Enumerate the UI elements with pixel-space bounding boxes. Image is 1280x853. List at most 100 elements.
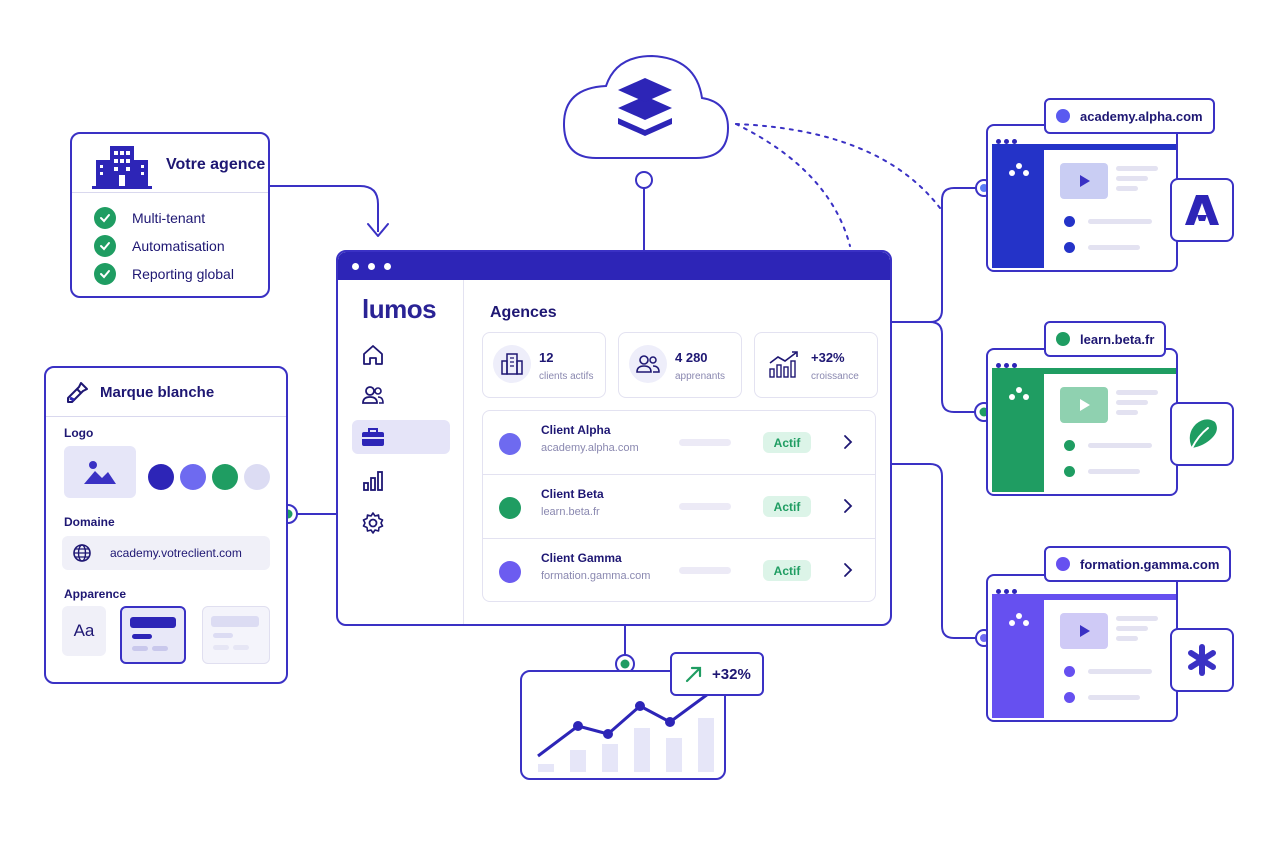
- chevron-right-icon[interactable]: [841, 431, 855, 453]
- feature-item: Multi-tenant: [94, 206, 205, 230]
- tenant-url-alpha[interactable]: academy.alpha.com: [1044, 98, 1215, 134]
- logo-label: Logo: [64, 426, 94, 440]
- building-icon: [501, 353, 523, 375]
- check-icon: [94, 235, 116, 257]
- tenant-logo-alpha: [1170, 178, 1234, 242]
- color-swatch[interactable]: [180, 464, 206, 490]
- home-icon[interactable]: [360, 342, 386, 368]
- video-player[interactable]: [1060, 163, 1108, 199]
- asterisk-logo-icon: [1188, 644, 1216, 676]
- placeholder-bar: [679, 503, 731, 510]
- client-avatar: [499, 497, 521, 519]
- stat-value: 12: [539, 350, 554, 365]
- theme-option[interactable]: [202, 606, 270, 664]
- status-badge: Actif: [763, 560, 811, 581]
- window-titlebar: [338, 252, 890, 280]
- chevron-right-icon[interactable]: [841, 559, 855, 581]
- client-row[interactable]: Client Gamma formation.gamma.com Actif: [483, 539, 875, 603]
- image-icon: [84, 461, 116, 484]
- building-icon: [92, 146, 152, 189]
- client-url: learn.beta.fr: [541, 506, 600, 518]
- status-badge: Actif: [763, 432, 811, 453]
- tenant-logo-gamma: [1170, 628, 1234, 692]
- feature-label: Automatisation: [132, 238, 225, 254]
- section-title: Agences: [490, 304, 557, 321]
- check-icon: [94, 263, 116, 285]
- bar-chart-icon[interactable]: [360, 468, 386, 494]
- play-icon: [1080, 399, 1090, 411]
- tenant-logo-beta: [1170, 402, 1234, 466]
- users-icon: [636, 355, 660, 373]
- appearance-label: Apparence: [64, 587, 127, 601]
- white-label-title: Marque blanche: [100, 384, 215, 401]
- domain-label: Domaine: [64, 515, 115, 529]
- tenant-window-beta: [986, 348, 1178, 496]
- tenant-url-beta[interactable]: learn.beta.fr: [1044, 321, 1167, 357]
- settings-gear-icon[interactable]: [360, 510, 386, 536]
- play-icon: [1080, 175, 1090, 187]
- stat-value: +32%: [811, 350, 845, 365]
- client-row[interactable]: Client Alpha academy.alpha.com Actif: [483, 411, 875, 475]
- stat-value: 4 280: [675, 350, 708, 365]
- client-name: Client Gamma: [541, 551, 622, 565]
- stat-card: 4 280 apprenants: [618, 332, 742, 398]
- color-swatch[interactable]: [244, 464, 270, 490]
- feature-label: Reporting global: [132, 266, 234, 282]
- tenant-url: academy.alpha.com: [1080, 108, 1203, 124]
- briefcase-icon: [362, 428, 384, 446]
- user-group-icon: [1009, 613, 1029, 626]
- client-row[interactable]: Client Beta learn.beta.fr Actif: [483, 475, 875, 539]
- client-avatar: [499, 433, 521, 455]
- video-player[interactable]: [1060, 387, 1108, 423]
- client-name: Client Beta: [541, 487, 604, 501]
- white-label-card: Marque blanche Logo Domaine academy.votr…: [44, 366, 288, 684]
- feature-label: Multi-tenant: [132, 210, 206, 226]
- stat-label: apprenants: [675, 371, 726, 382]
- client-url: formation.gamma.com: [541, 570, 651, 582]
- users-icon[interactable]: [360, 382, 386, 408]
- color-swatch[interactable]: [148, 464, 174, 490]
- tenant-url-gamma[interactable]: formation.gamma.com: [1044, 546, 1232, 582]
- globe-icon: [73, 544, 91, 562]
- agency-card: Votre agence Multi-tenant Automatisation…: [70, 132, 270, 298]
- feature-item: Automatisation: [94, 234, 225, 258]
- tenant-window-gamma: [986, 574, 1178, 722]
- stat-card: 12 clients actifs: [482, 332, 606, 398]
- stat-label: clients actifs: [539, 371, 594, 382]
- tenant-url: formation.gamma.com: [1080, 556, 1220, 572]
- status-badge: Actif: [763, 496, 811, 517]
- stat-label: croissance: [811, 371, 859, 382]
- growth-badge: +32%: [670, 652, 764, 696]
- leaf-logo-icon: [1189, 419, 1217, 449]
- placeholder-bar: [679, 567, 731, 574]
- user-group-icon: [1009, 163, 1029, 176]
- font-sample: Aa: [73, 621, 95, 640]
- agency-title: Votre agence: [166, 156, 266, 173]
- app-window: lumos Agences: [336, 250, 892, 626]
- feature-item: Reporting global: [94, 262, 234, 286]
- tenant-url: learn.beta.fr: [1080, 331, 1155, 347]
- tenant-window-alpha: [986, 124, 1178, 272]
- arrow-up-right-icon: [685, 666, 702, 683]
- theme-option-selected[interactable]: [120, 606, 186, 664]
- growth-chart-icon: [769, 351, 798, 378]
- clients-list: Client Alpha academy.alpha.com Actif Cli…: [482, 410, 876, 602]
- eyedropper-icon: [67, 382, 88, 403]
- stat-card: +32% croissance: [754, 332, 878, 398]
- letter-a-logo-icon: [1185, 195, 1219, 225]
- check-icon: [94, 207, 116, 229]
- logo-upload[interactable]: [64, 446, 136, 498]
- video-player[interactable]: [1060, 613, 1108, 649]
- color-swatch[interactable]: [212, 464, 238, 490]
- client-avatar: [499, 561, 521, 583]
- font-option[interactable]: Aa: [62, 606, 106, 656]
- sidebar-item-agencies-active[interactable]: [352, 420, 450, 454]
- user-group-icon: [1009, 387, 1029, 400]
- app-logo: lumos: [362, 294, 437, 324]
- domain-field[interactable]: academy.votreclient.com: [62, 536, 270, 570]
- play-icon: [1080, 625, 1090, 637]
- client-name: Client Alpha: [541, 423, 611, 437]
- sidebar: lumos: [338, 280, 464, 624]
- placeholder-bar: [679, 439, 731, 446]
- chevron-right-icon[interactable]: [841, 495, 855, 517]
